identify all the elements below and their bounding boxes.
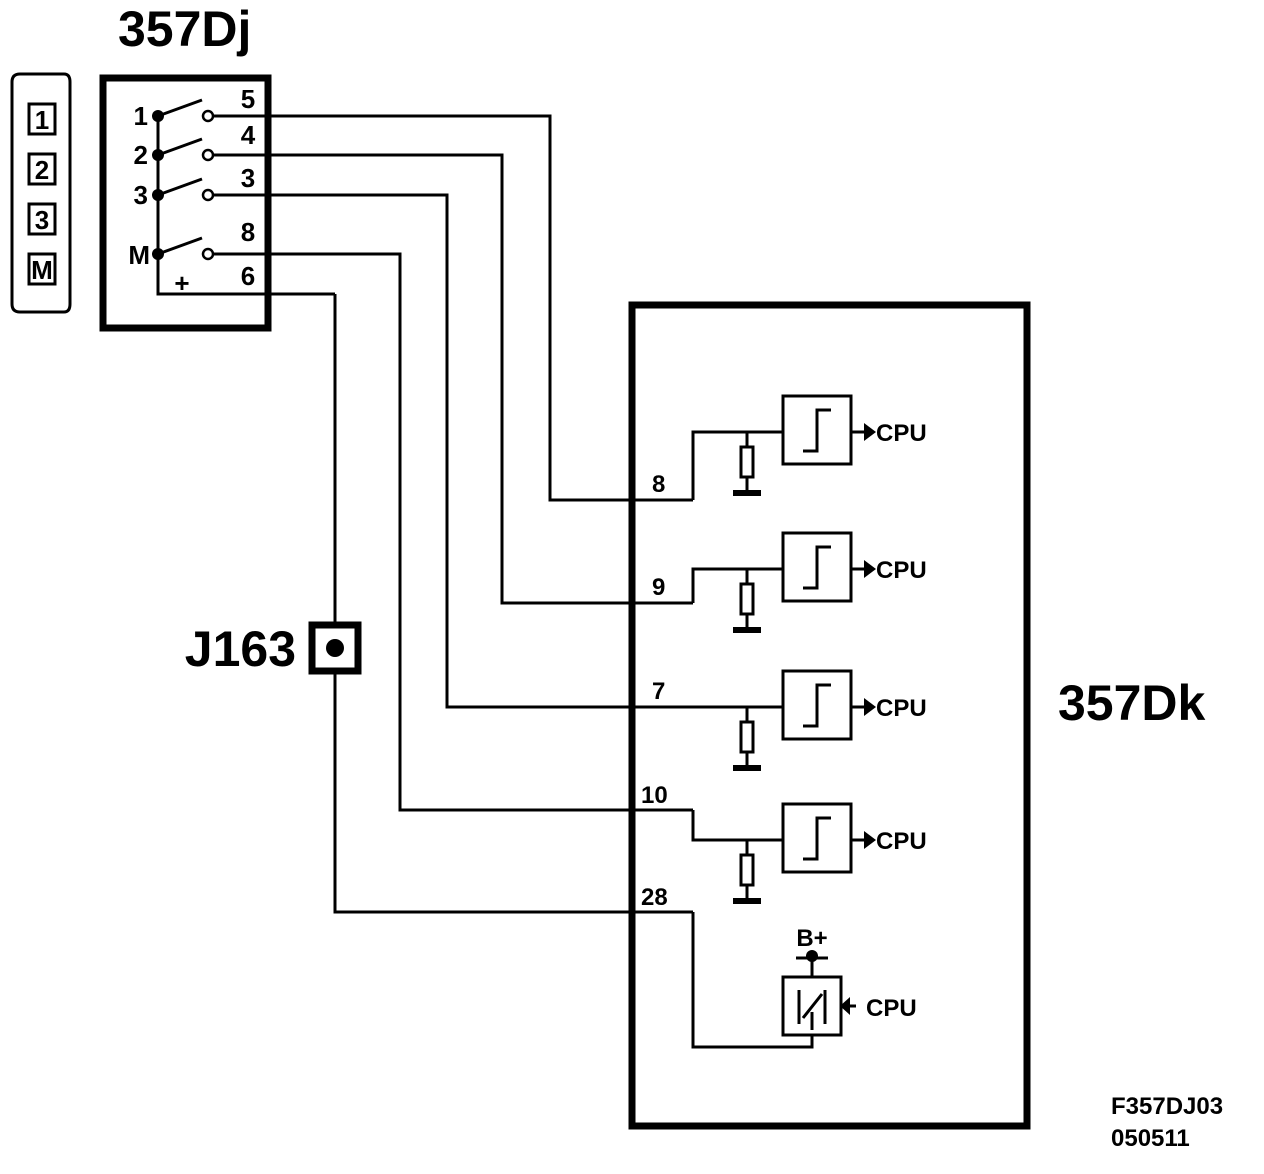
- control-pin-28: 28: [641, 884, 668, 911]
- control-module-title: 357Dk: [1058, 675, 1206, 731]
- switch-input-1: 1: [134, 101, 148, 131]
- input-stage-1: [691, 394, 876, 500]
- keypad-key-m: M: [31, 255, 53, 285]
- control-module-box: [628, 301, 1031, 1130]
- gear-keypad: 1 2 3 M: [10, 72, 72, 314]
- switch-module-title: 357Dj: [118, 1, 251, 57]
- output-driver: [691, 912, 856, 1049]
- supply-plus-mark: +: [174, 268, 189, 298]
- cpu-label-5: CPU: [866, 995, 917, 1022]
- keypad-key-1: 1: [35, 105, 49, 135]
- keypad-key-3: 3: [35, 205, 49, 235]
- connector-j163: [308, 621, 362, 675]
- switch-pin-5: 5: [241, 84, 255, 114]
- control-pin-9: 9: [652, 574, 665, 601]
- keypad-key-2: 2: [35, 155, 49, 185]
- supply-label: B+: [796, 925, 827, 952]
- switch-input-3: 3: [134, 180, 148, 210]
- cpu-label-2: CPU: [876, 557, 927, 584]
- cpu-label-4: CPU: [876, 828, 927, 855]
- cpu-label-3: CPU: [876, 695, 927, 722]
- switch-pin-4: 4: [241, 120, 256, 150]
- figure-code: F357DJ03: [1111, 1093, 1223, 1120]
- input-stage-3: [693, 669, 876, 771]
- control-pin-10: 10: [641, 782, 668, 809]
- figure-date: 050511: [1111, 1125, 1190, 1152]
- wires: [268, 114, 693, 914]
- connector-label: J163: [185, 621, 296, 677]
- switch-input-2: 2: [134, 140, 148, 170]
- switch-contacts: [152, 98, 335, 296]
- switch-pin-6: 6: [241, 261, 255, 291]
- switch-pin-3: 3: [241, 163, 255, 193]
- control-pin-7: 7: [652, 678, 665, 705]
- cpu-label-1: CPU: [876, 420, 927, 447]
- input-stage-4: [691, 802, 876, 904]
- switch-pin-8: 8: [241, 217, 255, 247]
- switch-input-m: M: [128, 240, 150, 270]
- input-stage-2: [691, 531, 876, 633]
- switch-module-box: [99, 74, 272, 332]
- control-pin-8: 8: [652, 471, 665, 498]
